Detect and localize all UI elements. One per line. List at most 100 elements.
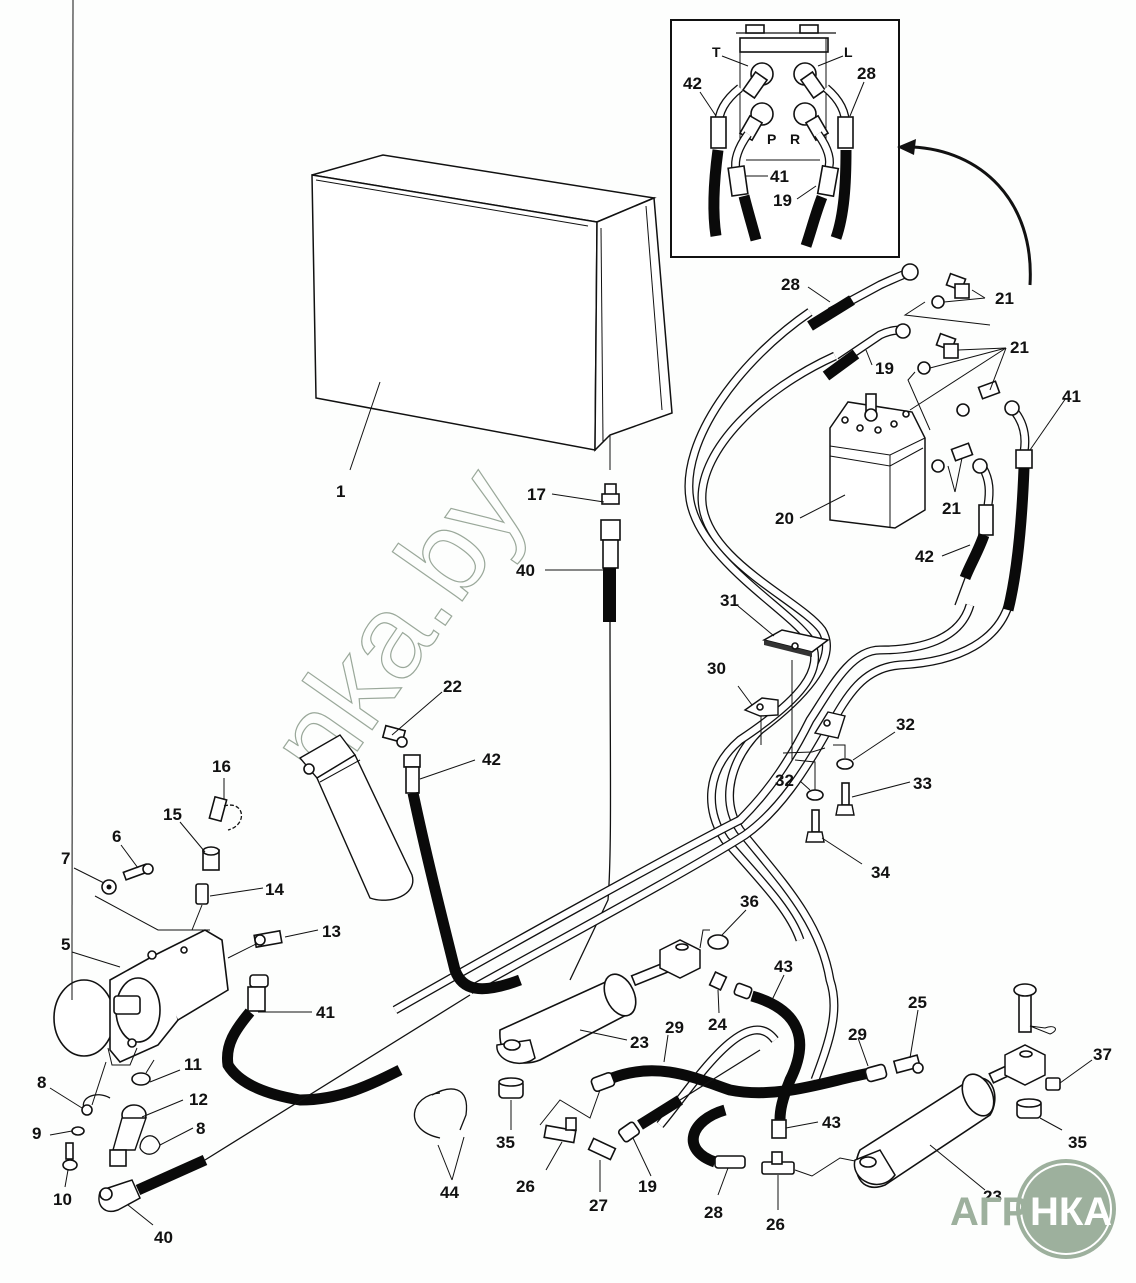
callout-13: 13 — [322, 922, 341, 941]
callout-31: 31 — [720, 591, 739, 610]
part-16-cap — [208, 795, 243, 831]
callout-32: 32 — [775, 771, 794, 790]
port-label-r: R — [790, 131, 800, 147]
callout-10: 10 — [53, 1190, 72, 1209]
part-24-fitting — [708, 971, 728, 991]
steel-lines — [392, 308, 1015, 1128]
callout-23: 23 — [983, 1187, 1002, 1206]
watermark-text: nka.by — [243, 444, 551, 805]
logo-text-right: НКА — [1030, 1190, 1112, 1234]
part-28-hose-lower — [687, 1104, 746, 1169]
part-41-hose-right — [1002, 400, 1033, 612]
part-44-clamps — [413, 1088, 468, 1181]
callout-20: 20 — [775, 509, 794, 528]
callout-9: 9 — [32, 1124, 41, 1143]
callout-25: 25 — [908, 993, 927, 1012]
part-37-nipple — [1045, 1077, 1061, 1091]
callout-35: 35 — [496, 1133, 515, 1152]
callout-23: 23 — [630, 1033, 649, 1052]
leader-pump-bottom — [107, 1047, 138, 1066]
part-26-tee-right — [761, 1151, 795, 1175]
leader-lines — [49, 0, 1093, 1226]
part-6-bolt — [122, 863, 154, 881]
callout-19-inset: 19 — [773, 191, 792, 210]
part-35-bushing-left — [498, 1077, 524, 1099]
callout-28: 28 — [781, 275, 800, 294]
callout-43: 43 — [774, 957, 793, 976]
callout-6: 6 — [112, 827, 121, 846]
callout-19: 19 — [875, 359, 894, 378]
leader-6-7-to-pump — [94, 895, 210, 931]
callout-40: 40 — [154, 1228, 173, 1247]
watermark: nka.by — [243, 444, 552, 806]
part-29-hose — [590, 1063, 888, 1099]
part-34-bolt — [805, 809, 825, 843]
callout-7: 7 — [61, 849, 70, 868]
callout-11: 11 — [184, 1055, 202, 1074]
port-label-l: L — [844, 44, 853, 60]
callout-8: 8 — [196, 1119, 205, 1138]
inset-valve-detail: T L P R 42 28 41 19 — [670, 19, 900, 258]
callout-30: 30 — [707, 659, 726, 678]
callout-37: 37 — [1093, 1045, 1112, 1064]
callout-26: 26 — [516, 1177, 535, 1196]
part-19-hose-lower — [617, 1049, 761, 1143]
part-23-cylinder-left — [496, 939, 701, 1064]
callout-12: 12 — [189, 1090, 208, 1109]
part-11-oring — [131, 1072, 151, 1086]
callout-35: 35 — [1068, 1133, 1087, 1152]
callout-22: 22 — [443, 677, 462, 696]
part-40-hose-pump — [98, 994, 471, 1212]
callout-32: 32 — [896, 715, 915, 734]
part-19-hose-top — [822, 323, 911, 381]
part-15-nut — [202, 846, 220, 871]
callout-21: 21 — [995, 289, 1014, 308]
callout-1: 1 — [336, 482, 345, 501]
callout-43: 43 — [822, 1113, 841, 1132]
callout-29: 29 — [848, 1025, 867, 1044]
callout-29: 29 — [665, 1018, 684, 1037]
callout-28-inset: 28 — [857, 64, 876, 83]
callout-27: 27 — [589, 1196, 608, 1215]
port-fitting-l — [793, 62, 827, 100]
callout-33: 33 — [913, 774, 932, 793]
port-fitting-p — [738, 102, 774, 142]
port-fitting-t — [741, 62, 774, 100]
reference-arrow — [897, 139, 1032, 286]
callouts: 1 17 40 22 42 28 19 21 21 41 20 21 42 31… — [32, 275, 1112, 1247]
callout-36: 36 — [740, 892, 759, 911]
part-14-adapter — [195, 883, 209, 905]
port-label-t: T — [712, 44, 721, 60]
part-21-fittings — [903, 272, 1001, 473]
part-25-elbow — [892, 1054, 924, 1074]
callout-28: 28 — [704, 1203, 723, 1222]
callout-21: 21 — [942, 499, 961, 518]
part-9-washer — [71, 1126, 85, 1136]
part-35-bushing-right — [1016, 1098, 1042, 1119]
callout-21: 21 — [1010, 338, 1029, 357]
part-5-pump — [53, 929, 229, 1063]
callout-34: 34 — [871, 863, 890, 882]
callout-42: 42 — [482, 750, 501, 769]
part-8-clamp-b — [139, 1135, 161, 1155]
callout-14: 14 — [265, 880, 284, 899]
part-42-hose-filter — [403, 754, 522, 995]
part-23-cylinder-right — [853, 1044, 1046, 1188]
part-28-hose-top — [807, 263, 919, 331]
part-12-fitting — [109, 1104, 147, 1167]
callout-24: 24 — [708, 1015, 727, 1034]
callout-26: 26 — [766, 1215, 785, 1234]
callout-42: 42 — [915, 547, 934, 566]
part-1-tank — [311, 154, 673, 470]
agronka-logo: АГРО НКА — [950, 1159, 1116, 1259]
part-filter — [298, 734, 414, 901]
callout-41: 41 — [316, 1003, 335, 1022]
part-31-plate — [761, 629, 830, 760]
part-41-hose-pump — [221, 974, 403, 1106]
callout-41: 41 — [1062, 387, 1081, 406]
part-36-cap — [707, 934, 729, 950]
callout-8: 8 — [37, 1073, 46, 1092]
part-32-washers — [794, 744, 854, 801]
part-13-elbow — [253, 929, 283, 949]
part-10-bolt — [62, 1142, 78, 1171]
